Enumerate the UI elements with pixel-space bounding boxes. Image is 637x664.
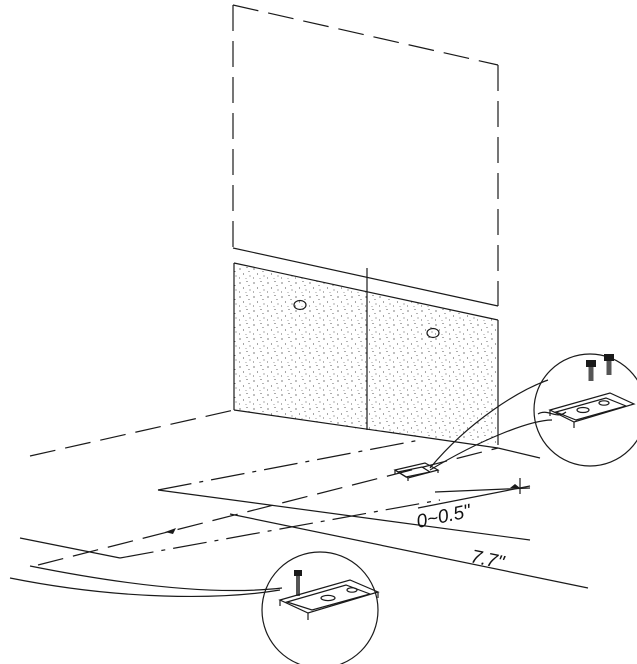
- wall-panel-right: [367, 292, 498, 445]
- callout-leaders: [9, 379, 553, 598]
- anti-tip-bracket-icon: [393, 462, 440, 481]
- bracket-with-screws-detail-icon: [533, 353, 637, 467]
- dimension-depth: 7.7": [165, 513, 589, 589]
- screw-icon-left: [586, 360, 596, 381]
- floor-bolt-icon: [294, 570, 302, 596]
- wall-hole-right: [426, 327, 440, 339]
- wall-panels: [233, 262, 499, 445]
- installation-template: [19, 439, 531, 559]
- dimension-gap: 0~0.5": [415, 478, 531, 533]
- wall-panel-left: [234, 263, 367, 430]
- screw-icon-right: [604, 354, 614, 375]
- dimension-depth-label: 7.7": [469, 546, 507, 574]
- wall-hole-left: [293, 299, 307, 311]
- cabinet-outline: [232, 4, 499, 307]
- bracket-with-floor-bolt-detail-icon: [261, 551, 380, 664]
